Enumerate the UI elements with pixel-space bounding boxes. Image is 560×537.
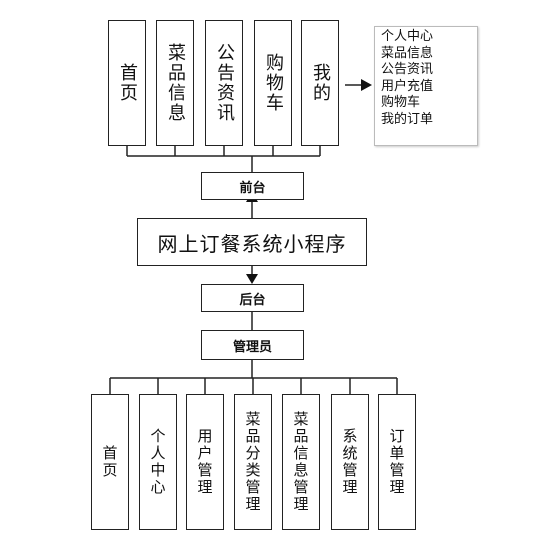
my-submenu-item: 用户充值 <box>381 78 434 94</box>
my-submenu-item: 公告资讯 <box>381 62 434 77</box>
backend-module-label: 用户管理 <box>195 428 214 496</box>
my-submenu-item: 菜品信息 <box>381 45 434 61</box>
system-title-node: 网上订餐系统小程序 <box>137 218 367 266</box>
backend-module-label: 订单管理 <box>387 428 406 496</box>
my-submenu-item: 我的订单 <box>381 111 434 127</box>
frontend-module-home: 首页 <box>108 20 146 146</box>
backend-module-dish-info-management: 菜品信息管理 <box>282 394 320 530</box>
my-submenu-list: 个人中心 菜品信息 公告资讯 用户充值 购物车 我的订单 <box>374 26 478 146</box>
backend-module-order-management: 订单管理 <box>378 394 416 530</box>
system-title: 网上订餐系统小程序 <box>157 231 347 256</box>
my-submenu-item: 个人中心 <box>381 29 434 44</box>
backend-module-label: 个人中心 <box>148 428 167 496</box>
arrow-right-to-menu <box>361 79 372 91</box>
backend-module-system-management: 系统管理 <box>331 394 369 530</box>
backend-module-dish-category-management: 菜品分类管理 <box>234 394 272 530</box>
backend-module-label: 系统管理 <box>340 428 359 496</box>
admin-node: 管理员 <box>201 330 304 360</box>
admin-label: 管理员 <box>232 339 272 355</box>
backend-module-label: 菜品分类管理 <box>243 411 262 513</box>
backend-module-label: 首页 <box>100 445 119 479</box>
backend-node: 后台 <box>201 284 304 312</box>
frontend-module-label: 首页 <box>117 63 138 103</box>
backend-module-label: 菜品信息管理 <box>291 411 310 513</box>
backend-module-home: 首页 <box>91 394 129 530</box>
backend-module-personal-center: 个人中心 <box>139 394 177 530</box>
backend-module-user-management: 用户管理 <box>186 394 224 530</box>
frontend-module-dish-info: 菜品信息 <box>156 20 194 146</box>
frontend-module-announcements: 公告资讯 <box>205 20 243 146</box>
frontend-module-label: 菜品信息 <box>165 43 186 123</box>
arrow-down-to-backend <box>246 274 258 284</box>
frontend-module-label: 公告资讯 <box>214 43 235 123</box>
my-submenu-item: 购物车 <box>381 95 421 110</box>
frontend-module-cart: 购物车 <box>254 20 292 146</box>
backend-label: 后台 <box>239 292 266 308</box>
frontend-module-label: 购物车 <box>263 53 284 113</box>
frontend-node: 前台 <box>201 172 304 200</box>
frontend-module-mine: 我的 <box>301 20 339 146</box>
frontend-module-label: 我的 <box>310 63 331 103</box>
frontend-label: 前台 <box>239 180 266 196</box>
